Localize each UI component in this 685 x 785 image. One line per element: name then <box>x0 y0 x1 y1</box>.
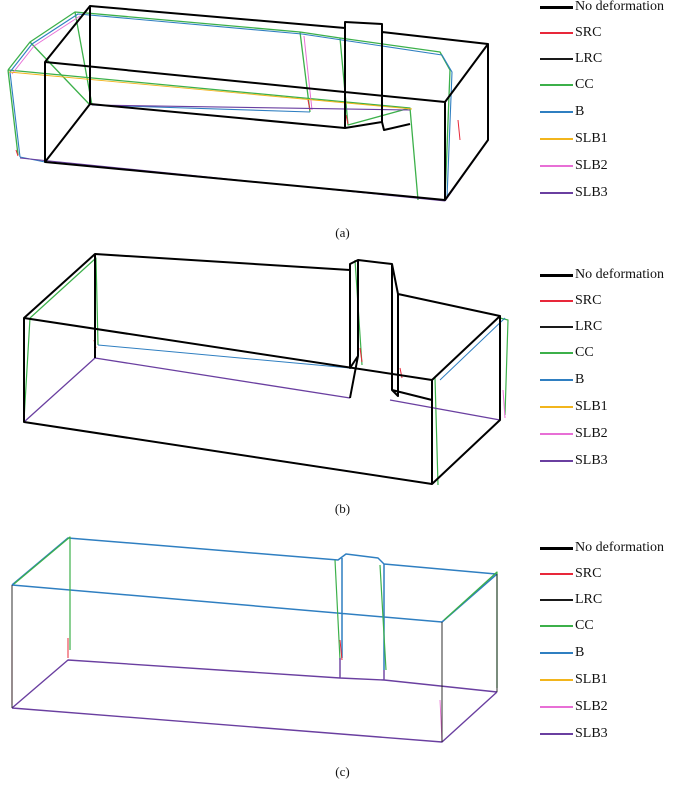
legend-swatch <box>540 679 573 681</box>
legend-a: No deformation SRC LRC CC B SLB1 SLB2 SL… <box>540 0 685 208</box>
legend-label: No deformation <box>575 540 665 555</box>
legend-item: SLB3 <box>540 452 608 470</box>
legend-swatch <box>540 733 573 735</box>
panel-b <box>0 250 685 520</box>
panel-b-geometry <box>23 253 509 486</box>
panel-a <box>0 0 685 250</box>
deformed-outline-cc <box>23 257 509 486</box>
legend-item: SLB1 <box>540 671 608 689</box>
legend-swatch <box>540 652 573 654</box>
legend-label: B <box>575 104 585 119</box>
legend-label: SLB1 <box>575 131 608 146</box>
legend-swatch <box>540 573 573 575</box>
legend-swatch <box>540 32 573 34</box>
panel-c-geometry <box>11 536 498 743</box>
legend-swatch <box>540 546 573 550</box>
legend-swatch <box>540 111 573 113</box>
deformed-outline-b <box>97 317 506 381</box>
legend-swatch <box>540 379 573 381</box>
legend-swatch <box>540 165 573 167</box>
caption-b: (b) <box>334 501 351 516</box>
legend-label: B <box>575 645 585 660</box>
legend-label: SLB3 <box>575 453 608 468</box>
legend-item: SLB2 <box>540 157 608 175</box>
deformed-outline-cc <box>7 11 451 201</box>
legend-item: B <box>540 103 584 121</box>
legend-label: SLB1 <box>575 672 608 687</box>
legend-label: SLB3 <box>575 726 608 741</box>
legend-swatch <box>540 625 573 627</box>
caption-c: (c) <box>335 764 350 779</box>
legend-item: SLB1 <box>540 398 608 416</box>
deformed-outline-slb3 <box>23 357 501 485</box>
legend-label: SLB1 <box>575 399 608 414</box>
legend-item: CC <box>540 344 594 362</box>
reference-box <box>23 253 501 485</box>
legend-label: SLB3 <box>575 185 608 200</box>
legend-label: LRC <box>575 592 603 607</box>
deformed-outline-b <box>9 13 453 201</box>
caption-a: (a) <box>335 225 350 240</box>
deformed-outline-src <box>15 99 461 157</box>
legend-label: CC <box>575 345 594 360</box>
legend-label: SLB2 <box>575 699 608 714</box>
reference-box <box>44 5 489 201</box>
legend-item: No deformation <box>540 0 664 16</box>
legend-label: LRC <box>575 51 603 66</box>
legend-swatch <box>540 192 573 194</box>
legend-swatch <box>540 273 573 277</box>
legend-item: SLB2 <box>540 425 608 443</box>
legend-swatch <box>540 352 573 354</box>
legend-label: B <box>575 372 585 387</box>
legend-item: SLB3 <box>540 725 608 743</box>
deformed-outline-slb3 <box>11 658 498 743</box>
legend-swatch <box>540 5 573 9</box>
legend-label: SLB2 <box>575 426 608 441</box>
legend-item: SLB1 <box>540 130 608 148</box>
legend-item: SLB2 <box>540 698 608 716</box>
legend-swatch <box>540 706 573 708</box>
legend-swatch <box>540 433 573 435</box>
legend-label: SLB2 <box>575 158 608 173</box>
legend-swatch <box>540 599 573 601</box>
legend-item: B <box>540 644 584 662</box>
deformed-outline-slb2 <box>11 15 313 111</box>
panel-a-geometry <box>7 5 489 202</box>
deformed-outline-cc <box>13 536 498 688</box>
legend-label: No deformation <box>575 0 665 14</box>
deformed-outline-slb2 <box>502 389 506 419</box>
legend-swatch <box>540 406 573 408</box>
legend-swatch <box>540 460 573 462</box>
legend-swatch <box>540 138 573 140</box>
legend-item: LRC <box>540 591 602 609</box>
legend-swatch <box>540 84 573 86</box>
legend-label: No deformation <box>575 267 665 282</box>
legend-label: SRC <box>575 566 602 581</box>
legend-label: CC <box>575 77 594 92</box>
legend-c: No deformation SRC LRC CC B SLB1 SLB2 SL… <box>540 539 685 749</box>
deformed-outline-lrc <box>11 574 498 742</box>
legend-item: SLB3 <box>540 184 608 202</box>
legend-item: CC <box>540 617 594 635</box>
legend-item: No deformation <box>540 266 664 284</box>
legend-item: B <box>540 371 584 389</box>
deformed-outline-src <box>11 638 343 705</box>
legend-label: SRC <box>575 25 602 40</box>
legend-label: LRC <box>575 319 603 334</box>
legend-item: LRC <box>540 318 602 336</box>
legend-b: No deformation SRC LRC CC B SLB1 SLB2 SL… <box>540 266 685 476</box>
legend-item: SRC <box>540 24 601 42</box>
legend-item: SRC <box>540 565 601 583</box>
legend-swatch <box>540 326 573 328</box>
panel-c <box>0 520 685 785</box>
deformed-outline-b <box>11 537 498 670</box>
legend-label: SRC <box>575 293 602 308</box>
legend-swatch <box>540 58 573 60</box>
legend-item: SRC <box>540 292 601 310</box>
legend-item: No deformation <box>540 539 664 557</box>
legend-swatch <box>540 300 573 302</box>
legend-label: CC <box>575 618 594 633</box>
legend-item: CC <box>540 76 594 94</box>
legend-item: LRC <box>540 50 602 68</box>
